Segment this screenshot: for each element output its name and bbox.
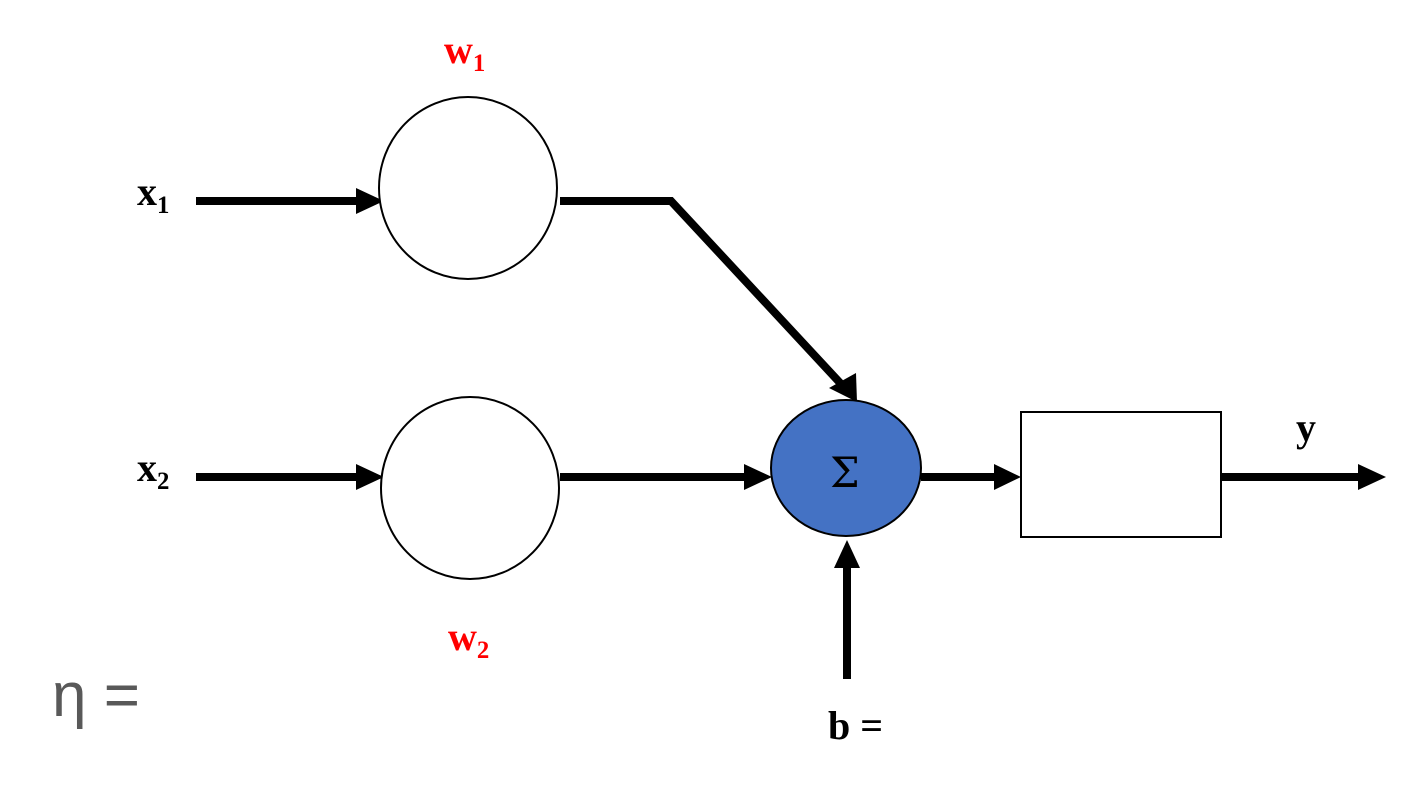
weight-w1-subscript: 1 — [472, 49, 486, 77]
weight-w2-subscript: 2 — [476, 636, 490, 664]
input-label-x2: x2 — [137, 445, 169, 494]
weight-label-w1: w1 — [444, 27, 485, 76]
input-x1-name: x — [137, 169, 157, 214]
output-arrowhead — [1358, 464, 1386, 490]
input-x2-subscript: 2 — [157, 467, 170, 495]
summation-node — [770, 399, 922, 537]
learning-rate-label: η = — [52, 661, 140, 730]
arrowhead-w1-to-sum — [829, 373, 857, 402]
summation-symbol: Σ — [830, 448, 860, 497]
input-label-x1: x1 — [137, 169, 169, 218]
arrowhead-w2-to-sum — [744, 464, 772, 490]
input-x1-subscript: 1 — [157, 191, 170, 219]
input-x2-name: x — [137, 445, 157, 490]
weight-node-w2 — [380, 396, 560, 580]
connector-w1-to-sum — [560, 197, 845, 388]
activation-box — [1020, 411, 1222, 538]
input-arrowhead-x1 — [356, 188, 384, 214]
weight-w1-name: w — [444, 27, 473, 72]
bias-label: b = — [828, 703, 884, 748]
weight-w2-name: w — [448, 614, 477, 659]
weight-label-w2: w2 — [448, 614, 489, 663]
weight-node-w1 — [378, 96, 558, 280]
sum-to-activation-arrowhead — [994, 464, 1021, 490]
output-label-y: y — [1296, 405, 1316, 450]
bias-arrowhead — [834, 540, 860, 568]
input-arrowhead-x2 — [356, 464, 384, 490]
